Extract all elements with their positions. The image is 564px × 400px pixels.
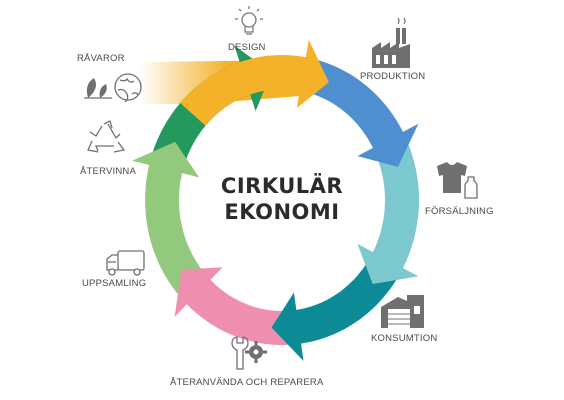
stage-label-produktion: PRODUKTION	[360, 71, 426, 82]
recycle-icon	[87, 120, 126, 153]
lightbulb-icon	[235, 6, 263, 35]
cycle-arrow-forsaljning	[357, 141, 419, 284]
tshirt-bottle-icon	[437, 162, 478, 199]
factory-icon	[372, 17, 410, 68]
stage-label-atervinna: ÅTERVINNA	[80, 166, 136, 177]
cycle-arrow-uppsamling	[132, 141, 206, 297]
cycle-arrow-produktion	[306, 59, 419, 167]
cycle-arrow-design	[180, 39, 329, 126]
truck-icon	[106, 250, 145, 276]
cycle-arrows	[132, 39, 419, 361]
house-garage-icon	[381, 295, 424, 328]
wrench-gear-icon	[231, 336, 267, 370]
stage-label-ateranvanda: ÅTERANVÄNDA OCH REPARERA	[170, 377, 324, 388]
cycle-arrow-konsumtion	[271, 258, 399, 361]
stage-label-forsaljning: FÖRSÄLJNING	[425, 206, 494, 217]
stage-label-design: DESIGN	[228, 42, 266, 53]
stage-label-konsumtion: KONSUMTION	[371, 333, 438, 344]
input-label-ravaror: RÅVAROR	[77, 53, 125, 64]
leaf-globe-icon	[84, 73, 142, 103]
cycle-arrow-ateranvanda	[174, 267, 292, 345]
stage-label-uppsamling: UPPSAMLING	[82, 278, 147, 289]
